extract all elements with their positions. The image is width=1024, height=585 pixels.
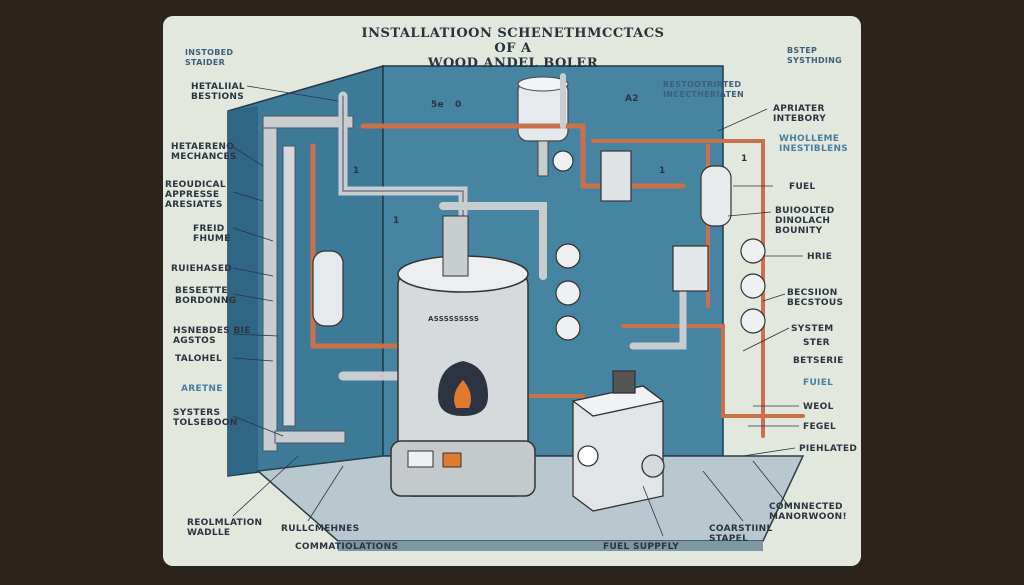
badge: 1 [353, 166, 360, 176]
label-left: TALOHEL [175, 354, 222, 364]
label-bottom: REOLMLATION WADLLE [187, 518, 263, 538]
label-left: SYSTERS TOLSEBOON [173, 408, 238, 428]
badge: 1 [741, 154, 748, 164]
boiler [390, 215, 536, 497]
label-right: FUEL [789, 182, 816, 192]
boiler-plate-label: ASSSSSSSSS [428, 315, 480, 323]
label-left: INSTOBED STAIDER [185, 48, 234, 67]
label-right: BECSIION BECSTOUS [787, 288, 844, 308]
label-left: FREID FHUME [193, 224, 231, 244]
label-right: SYSTEM [791, 324, 834, 334]
label-right: STER [803, 338, 830, 348]
label-left: REOUDICAL APPRESSE ARESIATES [165, 180, 226, 210]
label-left: HSNEBDES BIE AGSTOS [173, 326, 251, 346]
schematic-card: INSTALLATIOON SCHENETHMCCTACS OF A WOOD … [163, 16, 861, 566]
label-bottom: FUEL SUPPFLY [603, 542, 680, 552]
label-left: RUIEHASED [171, 264, 233, 274]
label-left: HETALIIAL BESTIONS [191, 82, 245, 102]
label-right: BETSERIE [793, 356, 844, 366]
burner-unit [571, 370, 665, 512]
label-left: BESEETTE BORDONNG [175, 286, 237, 306]
label-bottom: RULLCMEHNES [281, 524, 360, 534]
label-right: WHOLLEME INESTIBLENS [779, 134, 849, 154]
label-left: HETAERENO MECHANCES [171, 142, 237, 162]
label-right: WEOL [803, 402, 834, 412]
badge: 5e [431, 100, 444, 110]
label-right: APRIATER INTEBORY [773, 104, 827, 124]
label-bottom: COARSTIINL STAPEL [709, 524, 773, 544]
diagram-title: INSTALLATIOON SCHENETHMCCTACS OF A WOOD … [353, 26, 673, 71]
badge: A2 [625, 94, 639, 104]
badge: 1 [659, 166, 666, 176]
label-right: COMNNECTED MANORWOON! [769, 502, 847, 522]
label-bottom: COMMATIOLATIONS [295, 542, 399, 552]
label-right: BUIOOLTED DINOLACH BOUNITY [775, 206, 835, 236]
badge: 1 [393, 216, 400, 226]
control-boxes [312, 150, 732, 327]
badge: 0 [455, 100, 462, 110]
floor-edge [338, 541, 763, 551]
label-right: RESTOOTRIRTED INCECTHERIATEN [663, 80, 745, 99]
left-pipes [262, 115, 354, 452]
title-line-2: WOOD ANDEL BOLER [427, 56, 599, 71]
title-line-1: INSTALLATIOON SCHENETHMCCTACS OF A [361, 26, 665, 56]
label-right: FEGEL [803, 422, 837, 432]
label-right: BSTEP SYSTHDING [787, 46, 843, 65]
label-right: HRIE [807, 252, 833, 262]
label-right: FUIEL [803, 378, 834, 388]
label-left: ARETNE [181, 384, 223, 394]
gauges [552, 150, 766, 341]
label-right: PIEHLATED [799, 444, 858, 454]
